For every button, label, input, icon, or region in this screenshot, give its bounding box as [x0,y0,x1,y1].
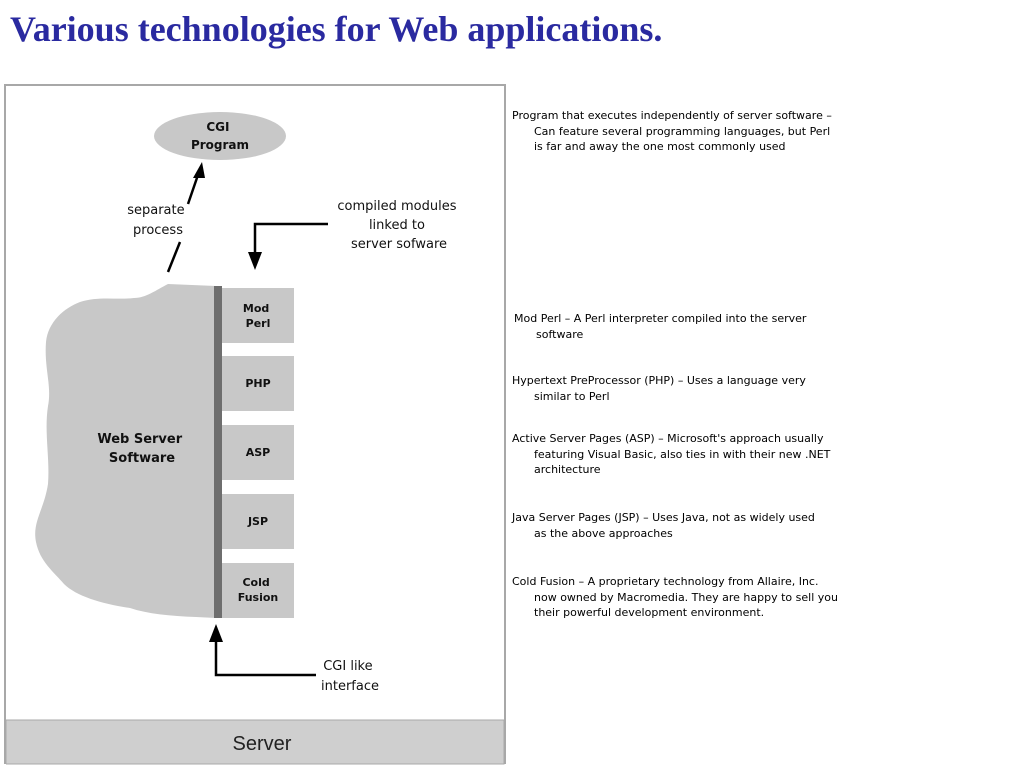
slide-title: Various technologies for Web application… [10,9,663,49]
module-label-cold-fusion: Cold Fusion [238,576,279,604]
description-cold-fusion: Cold Fusion – A proprietary technology f… [512,575,838,619]
description-php: Hypertext PreProcessor (PHP) – Uses a la… [512,374,806,403]
cgi-like-interface-label: CGI like interface [321,659,379,694]
arrow-head-up-icon [209,624,223,642]
module-box: ASP [222,425,294,480]
diagram-canvas: Server Web Server Software Mod Perl PHP [6,112,505,765]
arrow-head-down-icon [248,252,262,270]
server-label: Server [233,733,292,755]
web-server-cloud [35,284,216,618]
server-bar [6,719,505,765]
description-jsp: Java Server Pages (JSP) – Uses Java, not… [512,511,815,540]
description-mod-perl: Mod Perl – A Perl interpreter compiled i… [514,312,807,341]
module-label-jsp: JSP [247,515,268,528]
module-box: Mod Perl [222,288,294,343]
description-cgi: Program that executes independently of s… [512,109,832,153]
module-box: JSP [222,494,294,549]
module-box: PHP [222,356,294,411]
cgi-program-ellipse [154,112,286,160]
separate-process-arrow-lower [166,241,182,273]
module-bus-bar [214,286,222,618]
module-box: Cold Fusion [222,563,294,618]
web-server-label: Web Server Software [97,432,186,466]
arrow-head-up-icon [193,162,205,178]
separate-process-label: separate process [127,203,189,238]
compiled-modules-arrow [253,222,328,256]
cgi-interface-arrow [214,638,316,677]
cgi-program-label: CGI Program [191,120,249,152]
module-box-cold-fusion [222,563,294,618]
module-label-mod-perl: Mod Perl [243,302,273,330]
compiled-modules-label: compiled modules linked to server sofwar… [337,199,460,252]
module-label-asp: ASP [246,446,271,459]
module-box-php [222,356,294,411]
module-label-php: PHP [245,377,270,390]
module-box-mod-perl [222,288,294,343]
architecture-diagram: Server Web Server Software Mod Perl PHP [4,84,506,765]
module-box-asp [222,425,294,480]
description-asp: Active Server Pages (ASP) – Microsoft's … [512,432,831,476]
module-box-jsp [222,494,294,549]
